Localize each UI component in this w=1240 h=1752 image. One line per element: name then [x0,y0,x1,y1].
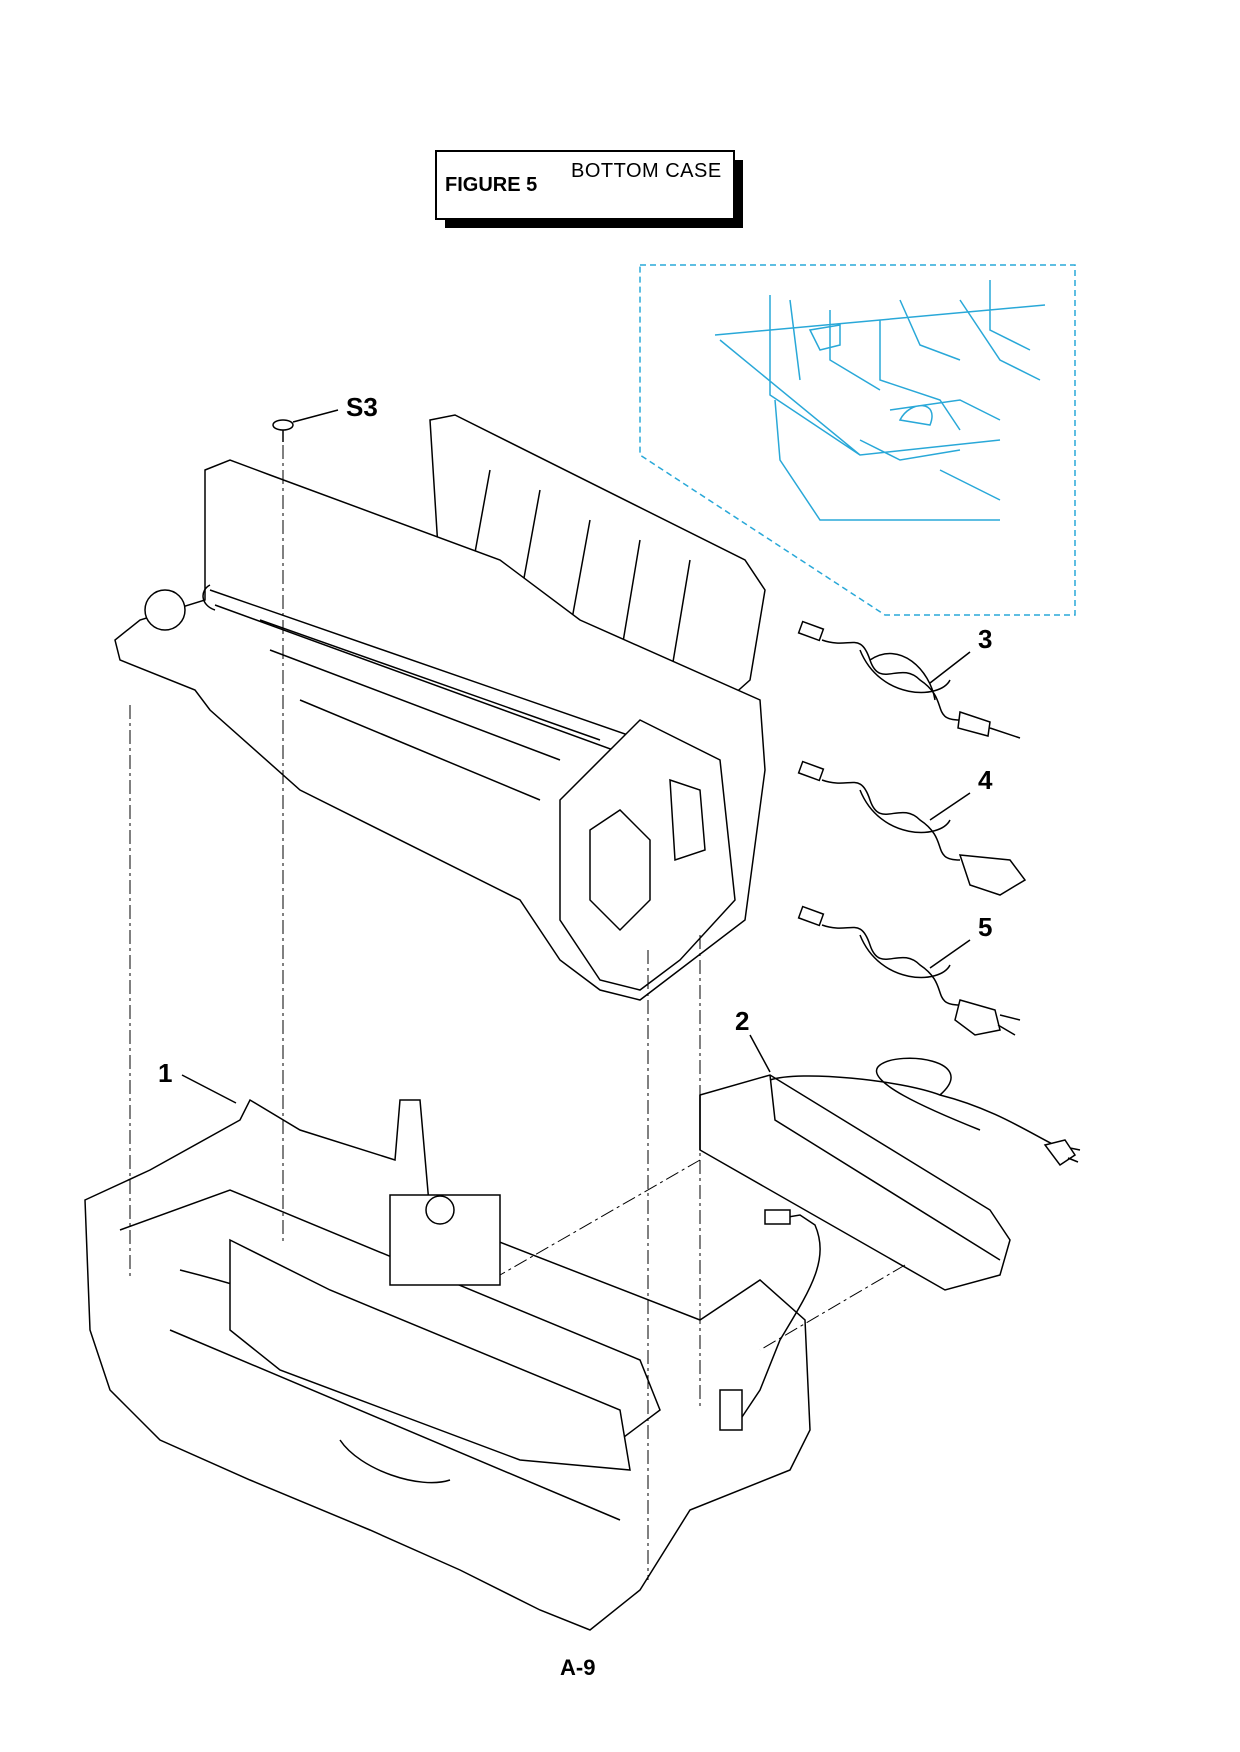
callout-s3: S3 [346,392,378,422]
tray-ribs [469,469,691,681]
alignment-lines [129,445,906,1580]
screw-s3 [272,409,339,442]
cord-5-coil [821,924,961,1006]
bottom-case-column [389,1194,501,1286]
inset-mechanism-outline [714,280,1046,521]
psu-body [699,1074,1011,1291]
callout-5: 5 [978,912,992,942]
inset-dashed-border [639,264,1076,616]
bottom-case [84,1098,811,1631]
callout-1: 1 [158,1058,172,1088]
cord-3-coil [821,639,961,721]
psu-ferrite-core [719,1389,743,1431]
callout-5-leader [929,939,971,969]
screw-head [272,419,294,431]
power-supply-unit [699,1057,1081,1431]
align-psu-top [499,1159,701,1276]
screw-leader [292,409,339,423]
psu-ac-cord [769,1057,1066,1151]
callout-3-leader [929,651,971,684]
psu-plug [1043,1139,1081,1167]
drive-gear [144,589,186,631]
callout-2: 2 [735,1006,749,1036]
callout-1-leader [181,1074,237,1104]
feed-rollers [259,619,601,801]
cord-4-plug [958,854,1027,896]
page-number: A-9 [560,1655,596,1680]
cord-3-plug [957,710,1021,739]
bottom-case-foot [339,1439,451,1484]
printer-mechanism [114,414,766,1001]
psu-dc-cable [739,1214,821,1421]
callout-2-leader [749,1034,771,1073]
figure-title: BOTTOM CASE [571,160,722,182]
column-hole [425,1195,455,1225]
callout-4: 4 [978,765,993,795]
cord-3-connector [797,620,825,642]
psu-connector [764,1209,791,1225]
power-cord-au [797,905,1021,1036]
callout-4-leader [929,792,971,821]
cord-5-plug [954,999,1021,1036]
cord-5-connector [797,905,825,927]
figure-title-box: FIGURE 5 BOTTOM CASE [435,150,743,228]
carriage-detail [589,778,706,932]
power-cord-uk [797,760,1027,896]
cord-4-connector [797,760,825,782]
cord-4-coil [821,779,961,861]
callout-3: 3 [978,624,992,654]
figure-label: FIGURE 5 [445,174,538,196]
power-cord-eu [797,620,1021,739]
detail-inset [639,264,1076,616]
title-box-frame: FIGURE 5 BOTTOM CASE [435,150,735,220]
align-psu-bottom [759,1264,906,1351]
bottom-case-tray [229,1238,631,1471]
